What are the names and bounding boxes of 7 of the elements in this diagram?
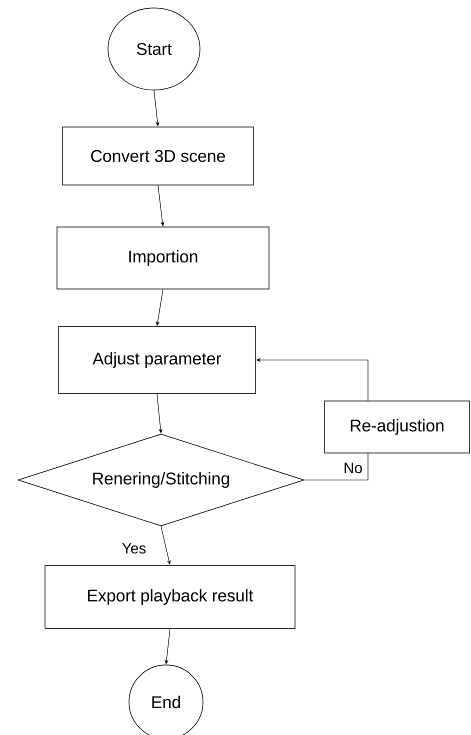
edge-label: Yes [120,542,148,555]
process-box: Export playback result [44,565,296,629]
process-box: Importion [56,226,270,290]
process-box: Adjust parameter [58,326,256,394]
edge-label: No [342,462,364,474]
process-box: Convert 3D scene [62,126,254,186]
process-box: Re-adjustion [324,400,470,454]
